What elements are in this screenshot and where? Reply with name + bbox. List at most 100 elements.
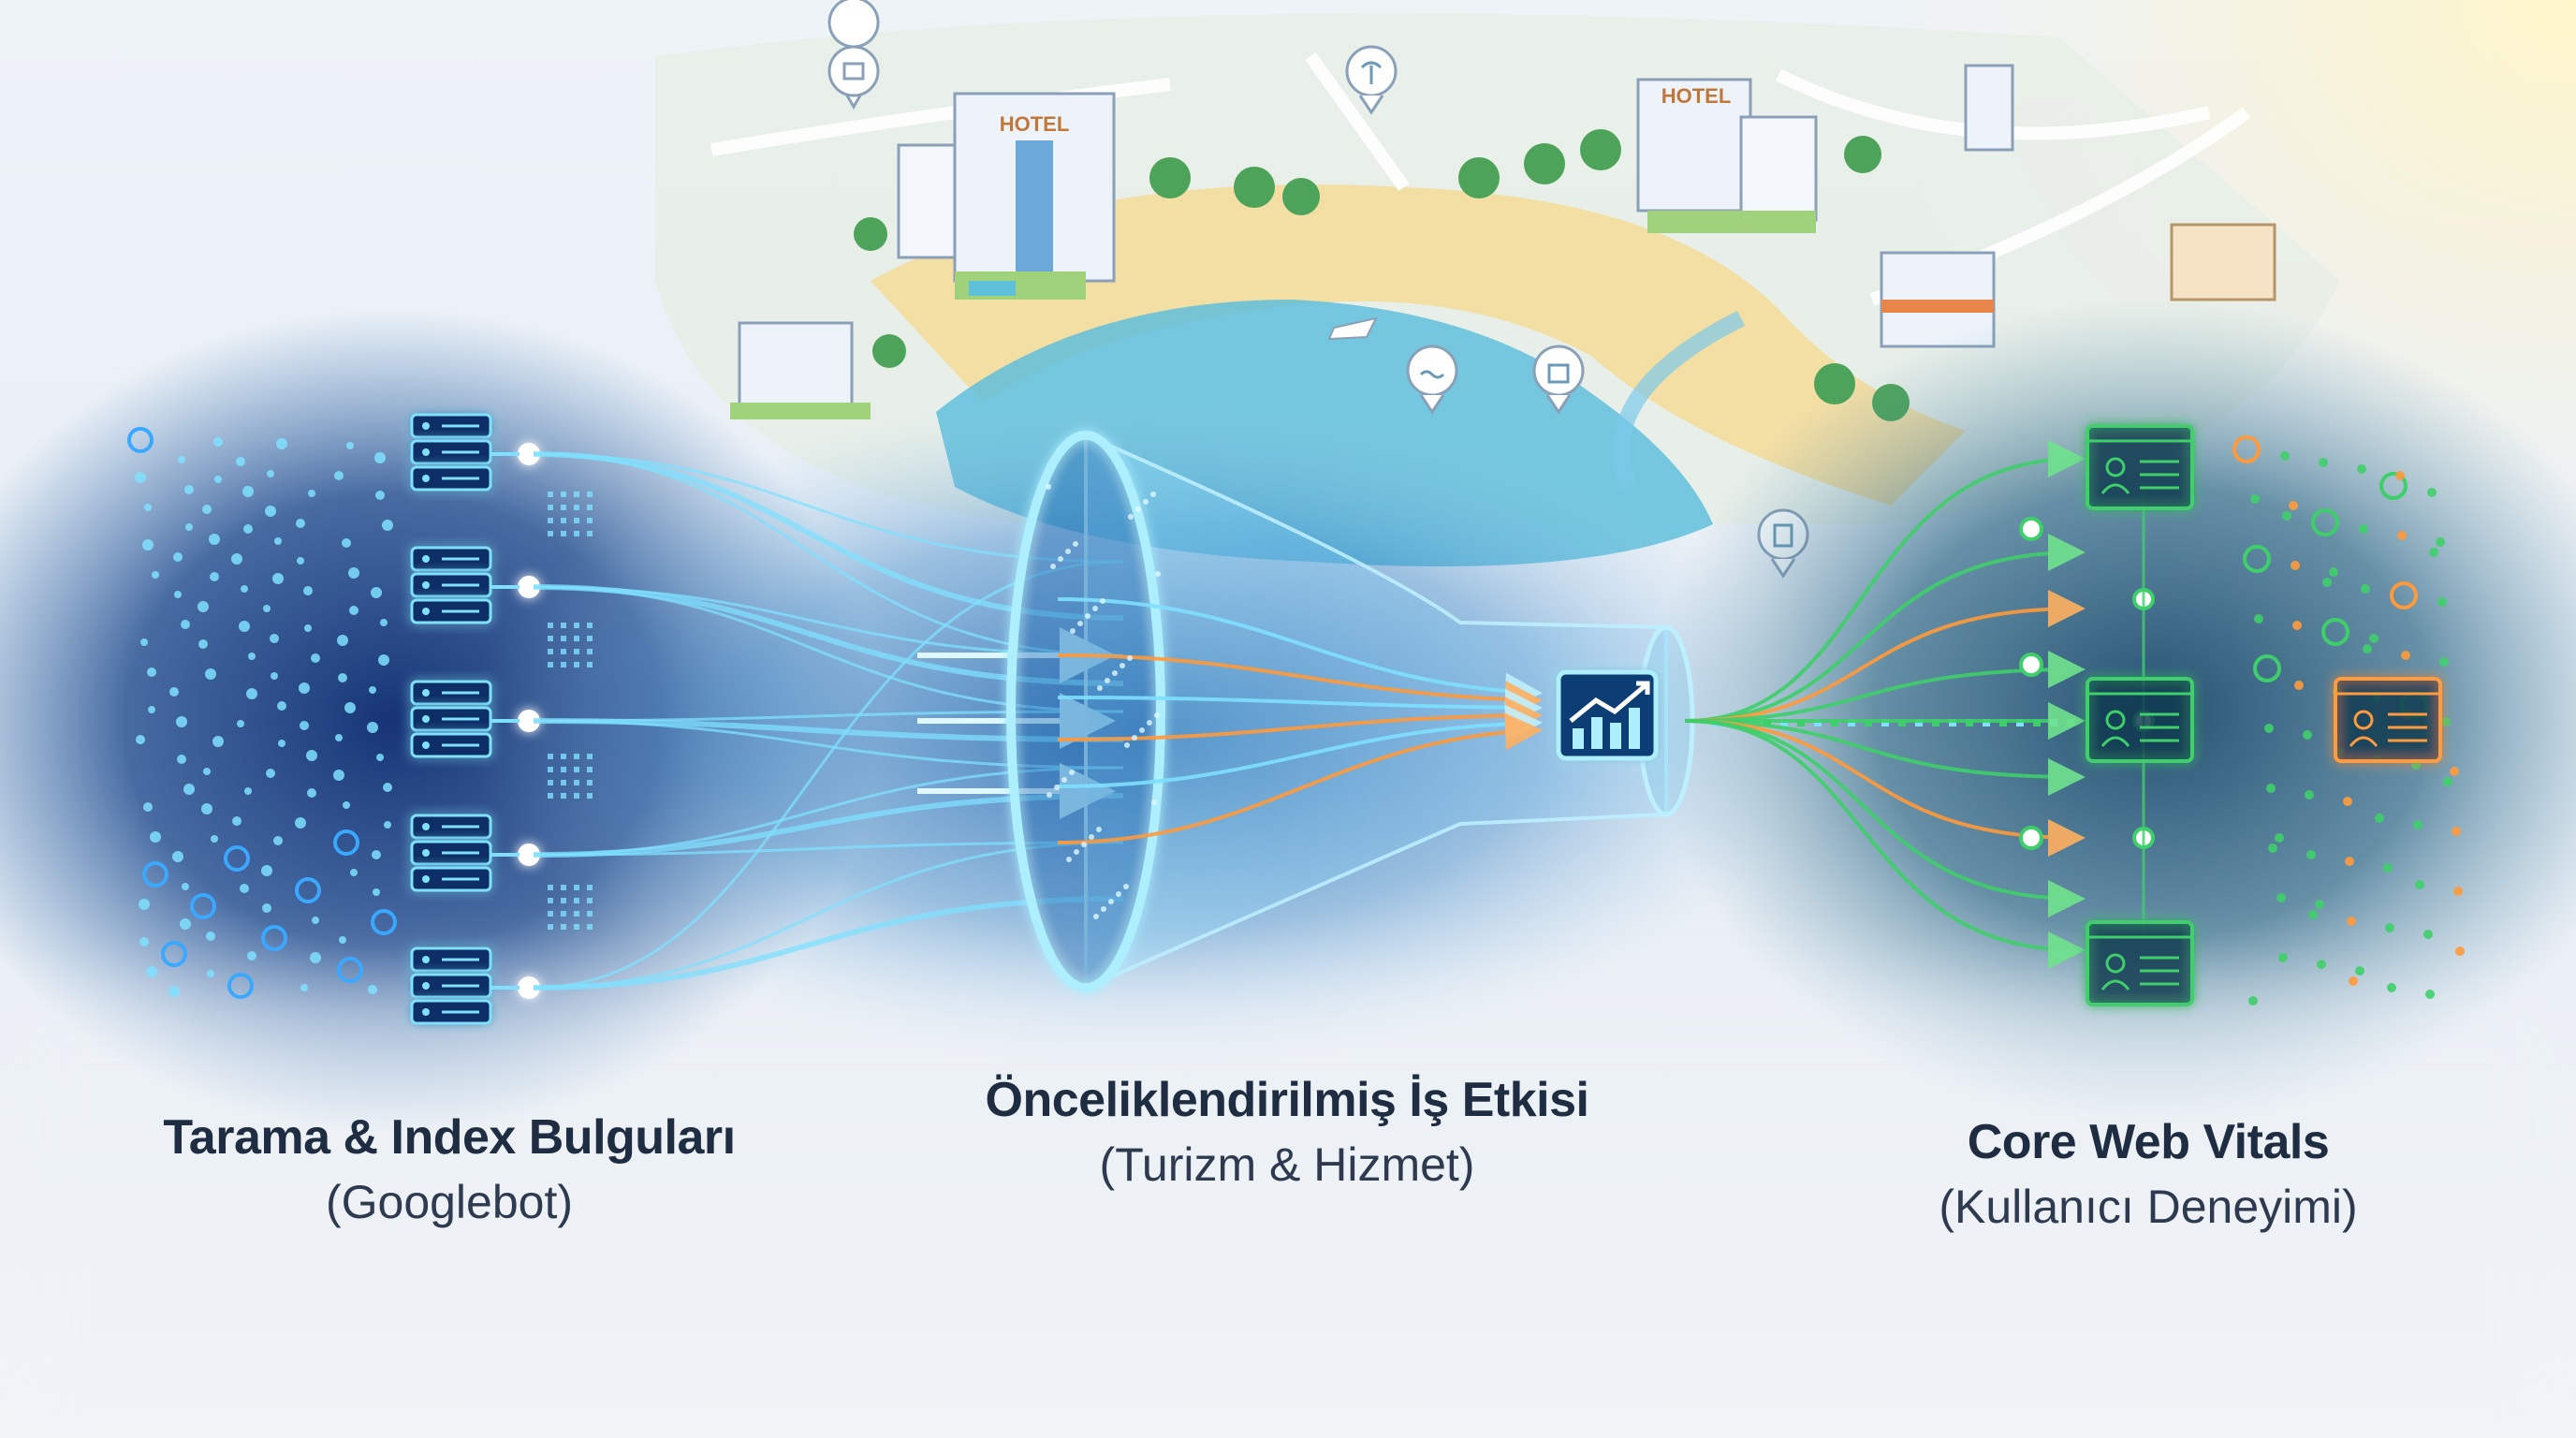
data-bit — [574, 911, 579, 917]
data-particle — [383, 783, 392, 792]
vitals-particle — [2289, 501, 2298, 510]
data-stream — [533, 841, 1124, 857]
data-bit — [548, 531, 553, 536]
data-stream — [533, 452, 1124, 564]
impact-particle — [1096, 827, 1102, 832]
hotel-sign: HOTEL — [1000, 112, 1070, 136]
server-stack-icon — [410, 546, 520, 624]
data-bit — [548, 911, 553, 917]
impact-particle — [1046, 484, 1051, 490]
server-led — [422, 555, 430, 563]
vitals-particle — [2363, 644, 2372, 653]
vitals-ring — [2390, 581, 2418, 609]
stream-node — [518, 443, 540, 465]
data-bit — [574, 780, 579, 785]
vitals-ring — [2311, 508, 2339, 536]
data-particle — [371, 587, 382, 598]
data-particle — [349, 606, 359, 615]
vitals-stream — [1684, 590, 2086, 723]
chart-growth-icon — [1556, 669, 1659, 761]
vitals-particle — [2397, 531, 2407, 540]
vitals-stream — [1684, 534, 2086, 723]
data-particle — [376, 754, 384, 761]
card-avatar — [2353, 710, 2374, 730]
data-particle — [303, 586, 313, 595]
bank-pin-icon — [827, 0, 880, 110]
data-particle — [265, 506, 276, 517]
data-particle — [272, 573, 284, 584]
vitals-particle — [2303, 730, 2312, 740]
data-particle — [382, 520, 393, 531]
vitals-particle — [2375, 814, 2384, 823]
profile-card-icon — [2086, 677, 2194, 763]
data-particle — [202, 505, 212, 514]
card-avatar — [2105, 710, 2126, 730]
data-bit — [548, 924, 553, 930]
data-particle — [176, 716, 187, 727]
server-led — [422, 741, 430, 749]
data-particle — [276, 438, 287, 449]
core-web-vitals-title: Core Web Vitals — [1967, 1115, 2330, 1169]
data-particle — [203, 768, 211, 775]
data-particle — [146, 966, 157, 977]
data-bit — [561, 780, 566, 785]
data-particle — [337, 635, 348, 646]
card-avatar-body — [2100, 483, 2130, 494]
server-led — [422, 823, 430, 830]
data-particle — [304, 624, 312, 632]
data-particle — [310, 952, 321, 963]
vitals-stream — [1684, 719, 2086, 917]
server-led — [422, 982, 430, 990]
card-frame — [2334, 677, 2442, 763]
data-particle — [178, 456, 185, 463]
vitals-ring — [2253, 654, 2281, 682]
server-stack-icon — [410, 413, 520, 492]
data-bit — [587, 492, 593, 497]
vitals-particle — [2383, 863, 2393, 873]
shop-building — [2170, 223, 2276, 301]
data-stream — [533, 451, 1124, 621]
vitals-particle — [2347, 917, 2356, 926]
data-particle — [232, 816, 242, 826]
vitals-particle — [2291, 561, 2300, 570]
data-particle — [338, 673, 347, 682]
server-led — [422, 1008, 430, 1016]
data-bit — [587, 898, 593, 903]
vitals-particle — [2266, 784, 2276, 793]
data-particle — [140, 638, 148, 646]
data-particle — [205, 668, 216, 680]
data-bit — [561, 924, 566, 930]
data-particle-field — [127, 427, 397, 999]
vitals-particle — [2441, 717, 2451, 726]
data-bit — [561, 649, 566, 654]
data-particle — [147, 668, 156, 677]
impact-particle — [1116, 891, 1121, 897]
impact-particle — [1070, 628, 1076, 634]
data-particle — [273, 836, 283, 845]
impact-particle — [1093, 914, 1099, 919]
data-particle — [243, 524, 253, 534]
data-particle — [263, 605, 271, 612]
data-particle — [207, 970, 214, 977]
server-stack-icon — [410, 680, 520, 758]
vitals-particle — [2443, 777, 2452, 786]
data-bit — [587, 885, 593, 890]
data-particle — [148, 706, 155, 713]
data-particle — [183, 784, 195, 795]
data-bit — [561, 793, 566, 799]
data-particle — [198, 601, 209, 612]
data-particle — [246, 688, 257, 699]
vitals-particle — [2450, 767, 2459, 776]
impact-particle — [1058, 556, 1063, 562]
data-bit — [587, 911, 593, 917]
data-particle — [209, 534, 220, 545]
impact-particle — [1128, 514, 1134, 520]
vitals-particle — [2322, 578, 2332, 587]
vitals-particle — [2427, 488, 2437, 497]
business-impact-title: Önceliklendirilmiş İş Etkisi — [985, 1073, 1589, 1127]
data-node — [190, 893, 216, 919]
data-particle — [210, 572, 219, 581]
vitals-particle — [2315, 900, 2324, 909]
data-bit — [548, 662, 553, 668]
